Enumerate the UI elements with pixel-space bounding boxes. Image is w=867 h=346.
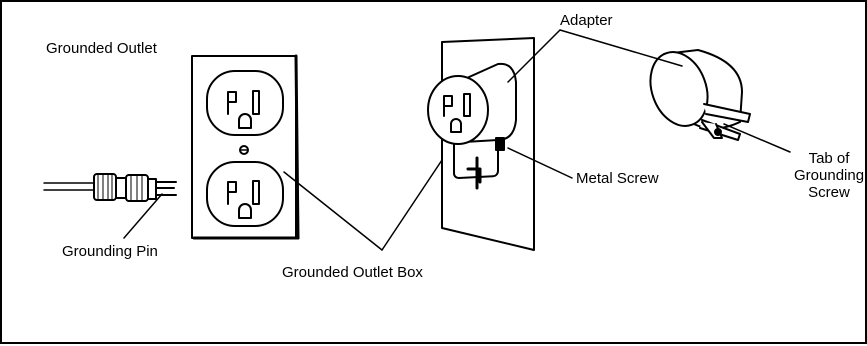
metal-screw-label: Metal Screw	[576, 170, 659, 187]
leader-lines	[283, 29, 791, 251]
grounded-outlet-box-label: Grounded Outlet Box	[282, 264, 423, 281]
tab-label-line-2: Grounding	[794, 167, 865, 184]
tab-label-line-1: Tab of	[808, 150, 850, 167]
duplex-outlet	[191, 54, 300, 240]
grounding-pin-leader	[123, 193, 163, 239]
tab-label-line-3: Screw	[808, 184, 850, 201]
adapter-loose	[649, 49, 751, 141]
tab-of-grounding-screw-label: Tab of Grounding Screw	[794, 150, 864, 201]
grounded-outlet-label: Grounded Outlet	[46, 40, 157, 57]
adapter-plugged	[427, 62, 517, 151]
grounding-pin-label: Grounding Pin	[62, 243, 158, 260]
adapter-label: Adapter	[560, 12, 613, 29]
three-prong-plug	[43, 173, 177, 202]
